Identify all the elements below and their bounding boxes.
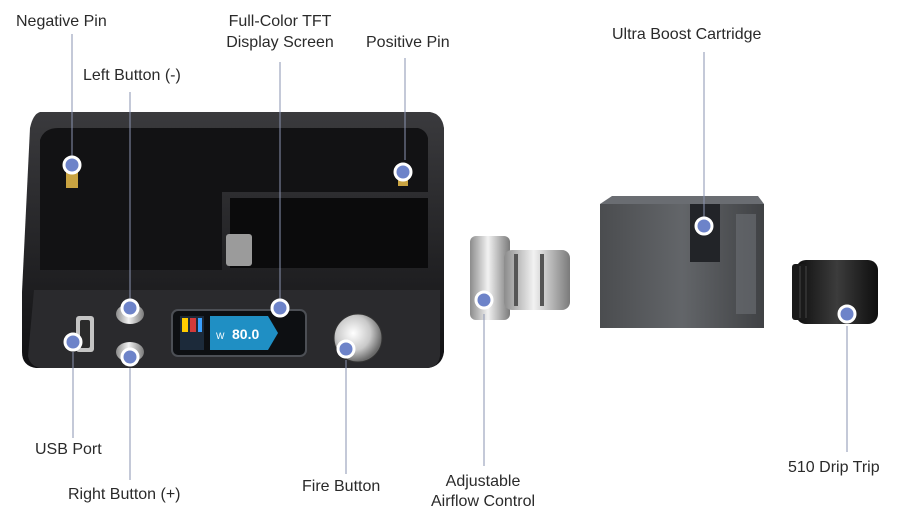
marker-drip-tip — [837, 304, 857, 324]
callout-markers — [62, 155, 857, 367]
drip-tip — [792, 260, 878, 324]
marker-fire-button — [336, 339, 356, 359]
marker-left-button — [120, 298, 140, 318]
screen-unit: W — [216, 331, 225, 341]
label-display-line2: Display Screen — [226, 34, 334, 51]
label-negative-pin: Negative Pin — [16, 13, 107, 30]
leader-lines — [71, 34, 848, 480]
label-airflow-line2: Airflow Control — [430, 493, 536, 510]
ultra-boost-cartridge — [600, 196, 764, 328]
label-usb-port: USB Port — [35, 441, 102, 458]
mod-body: 80.0 W — [22, 112, 444, 368]
marker-negative-pin — [62, 155, 82, 175]
marker-usb-port — [63, 332, 83, 352]
label-right-button: Right Button (+) — [68, 486, 181, 503]
screen-value: 80.0 — [232, 326, 259, 342]
label-display-line1: Full-Color TFT — [228, 13, 332, 30]
marker-display-screen — [270, 298, 290, 318]
label-positive-pin: Positive Pin — [366, 34, 450, 51]
label-left-button: Left Button (-) — [83, 67, 181, 84]
label-cartridge: Ultra Boost Cartridge — [612, 26, 762, 43]
marker-right-button — [120, 347, 140, 367]
label-airflow-line1: Adjustable — [445, 473, 521, 490]
marker-airflow — [474, 290, 494, 310]
label-fire-button: Fire Button — [302, 478, 381, 495]
label-drip-tip: 510 Drip Trip — [788, 459, 880, 476]
marker-cartridge — [694, 216, 714, 236]
marker-positive-pin — [393, 162, 413, 182]
